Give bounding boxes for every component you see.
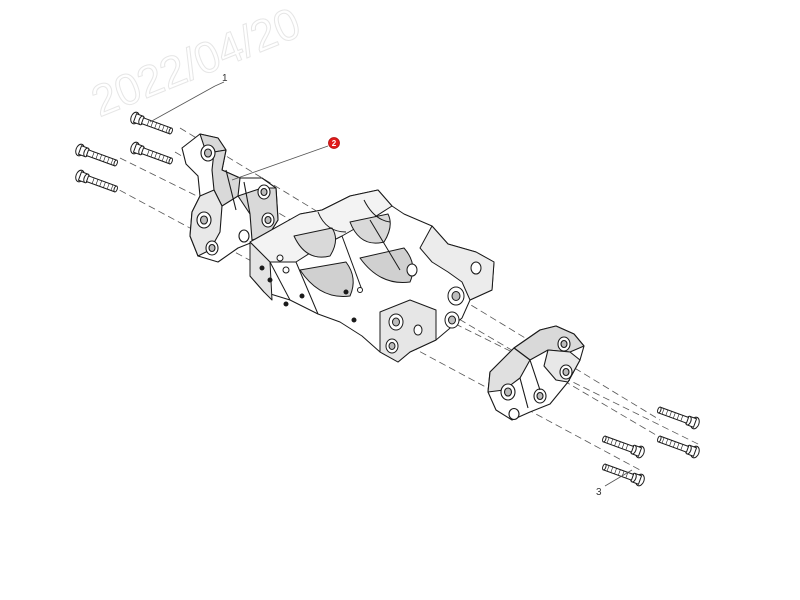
bolt-left-1 (128, 110, 175, 138)
leader-3 (604, 469, 633, 487)
callout-leaders (149, 81, 633, 487)
callout-badge-2-circle (328, 137, 340, 149)
bolt-right-3 (600, 432, 647, 460)
leader-2 (231, 145, 329, 181)
bolt-left-2 (128, 140, 175, 168)
callout-badge-2[interactable]: 2 (328, 137, 340, 149)
bolt-group-right (600, 403, 702, 488)
engine-block-housing (249, 189, 495, 363)
callout-label-3: 3 (596, 487, 602, 498)
bolt-group-left (73, 110, 175, 196)
bolt-right-4 (600, 460, 647, 488)
watermark-text: 2022/04/20 (85, 0, 308, 126)
leader-1-tail (214, 81, 225, 87)
bolt-left-4 (73, 168, 120, 196)
leader-1 (149, 85, 216, 123)
callout-label-1: 1 (222, 73, 228, 84)
bolt-right-2 (655, 432, 702, 460)
right-mounting-bracket (487, 325, 585, 421)
left-mounting-bracket (181, 133, 279, 263)
callout-label-2: 2 (332, 139, 337, 148)
bolt-left-3 (73, 142, 120, 170)
